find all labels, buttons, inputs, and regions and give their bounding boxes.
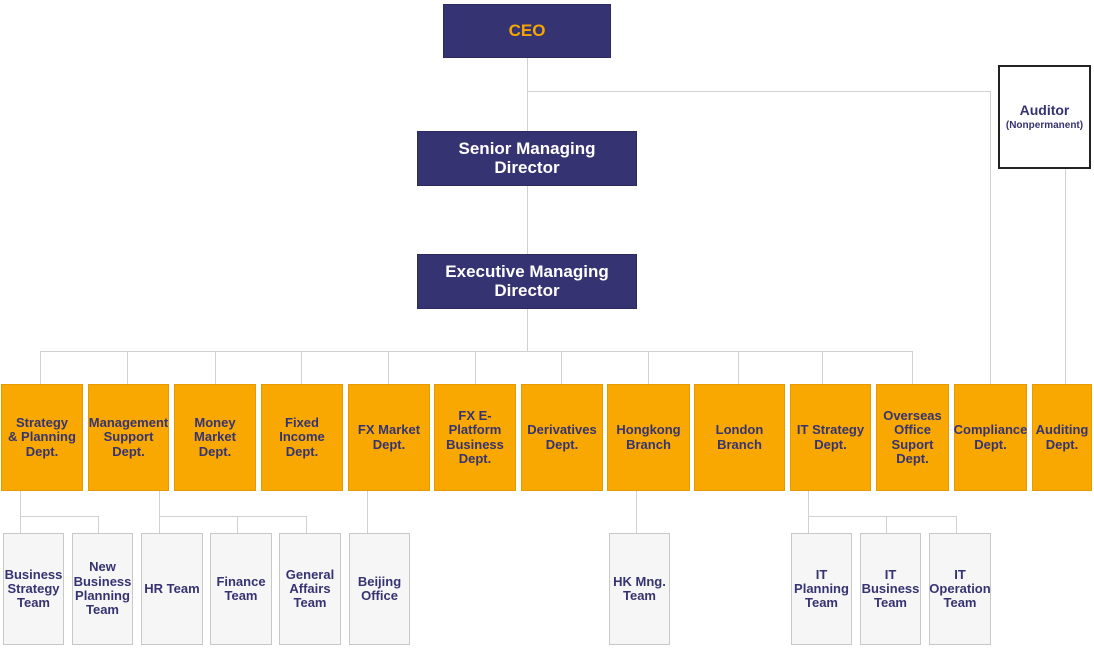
senior-managing-director-box: Senior Managing Director bbox=[417, 131, 637, 186]
connector-line bbox=[159, 516, 307, 517]
executive-managing-director-label: Executive Managing Director bbox=[445, 261, 609, 300]
connector-line bbox=[40, 351, 41, 385]
connector-line bbox=[475, 351, 476, 385]
dept-label: Money Market Dept. bbox=[194, 415, 236, 459]
connector-line bbox=[636, 491, 637, 533]
team-label: IT Operation Team bbox=[929, 566, 991, 611]
dept-auditing: Auditing Dept. bbox=[1032, 384, 1092, 491]
team-label: Business Strategy Team bbox=[4, 566, 63, 611]
ceo-box: CEO bbox=[443, 4, 611, 58]
connector-line bbox=[237, 516, 238, 533]
team-label: Beijing Office bbox=[357, 573, 402, 603]
connector-line bbox=[527, 309, 528, 351]
dept-fixed-income: Fixed Income Dept. bbox=[261, 384, 343, 491]
dept-management-support: Management Support Dept. bbox=[88, 384, 169, 491]
connector-line bbox=[127, 351, 128, 385]
connector-line bbox=[98, 516, 99, 533]
connector-line bbox=[159, 491, 160, 533]
dept-strategy-planning: Strategy & Planning Dept. bbox=[1, 384, 83, 491]
team-label: HK Mng. Team bbox=[613, 573, 666, 603]
dept-label: Fixed Income Dept. bbox=[279, 415, 325, 459]
connector-line bbox=[561, 351, 562, 385]
connector-line bbox=[990, 91, 991, 385]
team-business-strategy: Business Strategy Team bbox=[3, 533, 64, 645]
connector-line bbox=[912, 351, 913, 385]
connector-line bbox=[738, 351, 739, 385]
team-label: IT Business Team bbox=[861, 566, 920, 611]
connector-line bbox=[822, 351, 823, 385]
connector-line bbox=[215, 351, 216, 385]
dept-hongkong-branch: Hongkong Branch bbox=[607, 384, 690, 491]
connector-line bbox=[527, 91, 991, 92]
connector-line bbox=[306, 516, 307, 533]
executive-managing-director-box: Executive Managing Director bbox=[417, 254, 637, 309]
dept-label: Management Support Dept. bbox=[88, 415, 169, 459]
connector-line bbox=[367, 491, 368, 533]
dept-derivatives: Derivatives Dept. bbox=[521, 384, 603, 491]
dept-label: FX E- Platform Business Dept. bbox=[446, 407, 504, 466]
connector-line bbox=[20, 516, 99, 517]
dept-label: Strategy & Planning Dept. bbox=[8, 415, 76, 459]
connector-line bbox=[808, 516, 957, 517]
connector-line bbox=[886, 516, 887, 533]
dept-overseas-office-support: Overseas Office Suport Dept. bbox=[876, 384, 949, 491]
connector-line bbox=[388, 351, 389, 385]
dept-it-strategy: IT Strategy Dept. bbox=[790, 384, 871, 491]
team-hk-mng: HK Mng. Team bbox=[609, 533, 670, 645]
connector-line bbox=[301, 351, 302, 385]
connector-line bbox=[648, 351, 649, 385]
dept-label: IT Strategy Dept. bbox=[796, 422, 865, 452]
team-hr: HR Team bbox=[141, 533, 203, 645]
dept-label: Overseas Office Suport Dept. bbox=[883, 407, 942, 466]
team-label: Finance Team bbox=[216, 573, 266, 603]
dept-london-branch: London Branch bbox=[694, 384, 785, 491]
dept-label: Hongkong Branch bbox=[616, 422, 681, 452]
team-label: IT Planning Team bbox=[794, 566, 849, 611]
team-general-affairs: General Affairs Team bbox=[279, 533, 341, 645]
connector-line bbox=[40, 351, 913, 352]
dept-fx-e-platform-business: FX E- Platform Business Dept. bbox=[434, 384, 516, 491]
team-it-business: IT Business Team bbox=[860, 533, 921, 645]
connector-line bbox=[527, 186, 528, 254]
dept-label: FX Market Dept. bbox=[357, 422, 421, 452]
auditor-title: Auditor bbox=[1019, 101, 1070, 118]
senior-managing-director-label: Senior Managing Director bbox=[458, 138, 596, 177]
connector-line bbox=[956, 516, 957, 533]
team-label: HR Team bbox=[144, 580, 200, 596]
team-it-operation: IT Operation Team bbox=[929, 533, 991, 645]
team-label: General Affairs Team bbox=[285, 566, 335, 611]
dept-label: Auditing Dept. bbox=[1035, 422, 1089, 452]
ceo-label: CEO bbox=[508, 20, 546, 40]
connector-line bbox=[527, 58, 528, 131]
dept-label: Derivatives Dept. bbox=[527, 422, 597, 452]
dept-label: Compliance Dept. bbox=[953, 422, 1028, 452]
connector-line bbox=[1065, 169, 1066, 385]
dept-money-market: Money Market Dept. bbox=[174, 384, 256, 491]
dept-label: London Branch bbox=[715, 422, 764, 452]
team-beijing-office: Beijing Office bbox=[349, 533, 410, 645]
dept-fx-market: FX Market Dept. bbox=[348, 384, 430, 491]
team-it-planning: IT Planning Team bbox=[791, 533, 852, 645]
auditor-subtitle: (Nonpermanent) bbox=[1005, 120, 1084, 132]
dept-compliance: Compliance Dept. bbox=[954, 384, 1027, 491]
connector-line bbox=[808, 491, 809, 533]
team-finance: Finance Team bbox=[210, 533, 272, 645]
auditor-box: Auditor (Nonpermanent) bbox=[998, 65, 1091, 169]
connector-line bbox=[20, 491, 21, 533]
team-new-business-planning: New Business Planning Team bbox=[72, 533, 133, 645]
team-label: New Business Planning Team bbox=[73, 559, 132, 618]
